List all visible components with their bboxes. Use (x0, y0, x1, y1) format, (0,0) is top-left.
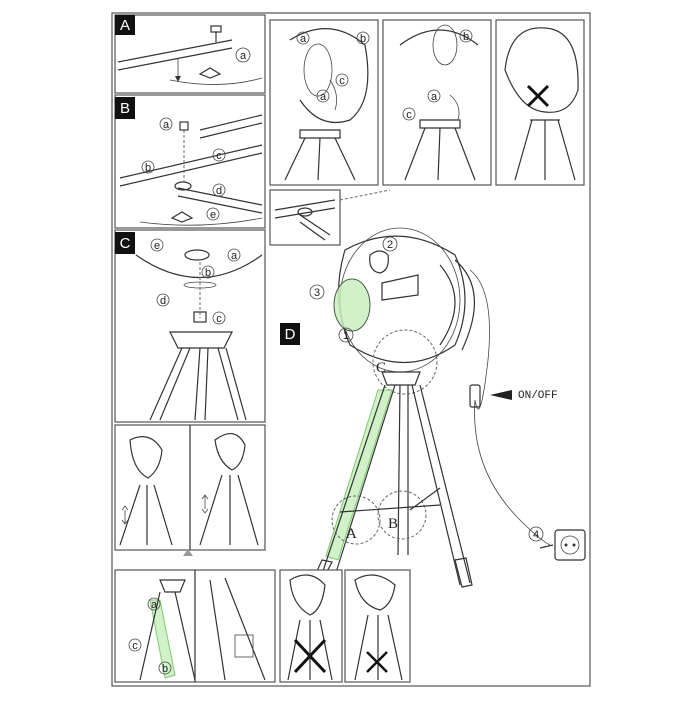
tripod-leg-highlight (149, 599, 176, 679)
number-3: 3 (314, 287, 320, 299)
zoom-detail-box (269, 189, 391, 246)
number-1: 1 (343, 330, 349, 342)
inline-switch[interactable] (469, 384, 481, 408)
callout-e: e (210, 209, 216, 221)
callout-a: a (240, 50, 247, 62)
callout-c: c (216, 313, 222, 325)
step-c-label: C (120, 235, 131, 252)
callout-a: a (151, 599, 158, 611)
cross-mark-icon (526, 84, 550, 108)
callout-c: c (132, 640, 138, 652)
callout-d: d (160, 295, 166, 307)
callout-a: a (431, 91, 438, 103)
step-a-label: A (120, 17, 130, 34)
wall-outlet (554, 529, 586, 561)
cross-mark-icon (293, 638, 327, 674)
step-d-label: D (285, 326, 296, 343)
panel-leg-lock: a c b (114, 569, 276, 683)
panel-a: A a (114, 14, 266, 94)
panel-d: D 2 3 1 C A B (280, 227, 586, 588)
wing-nut-icon (170, 211, 194, 223)
step-b-label: B (120, 100, 130, 117)
callout-b: b (205, 267, 211, 279)
power-cable (469, 269, 551, 546)
panel-shade-attach-2: b c a (382, 19, 492, 186)
height-arrow-icon (121, 505, 129, 525)
detail-circle-c (372, 329, 438, 395)
detail-marker-b: B (388, 516, 398, 532)
switch-arrow-icon (490, 390, 512, 400)
number-4: 4 (533, 529, 539, 541)
cloth-cover (504, 27, 579, 113)
knob-icon (184, 249, 210, 261)
tripod-head (169, 331, 233, 349)
detail-circle-b (377, 490, 427, 540)
up-arrow-icon (183, 549, 193, 556)
plug-icon (539, 544, 554, 549)
lamp-socket (381, 274, 419, 301)
step-c-tag (115, 232, 135, 254)
cross-mark-icon (366, 651, 388, 673)
callout-a: a (163, 119, 170, 131)
height-arrow-icon (201, 494, 209, 514)
panel-c: C e a b d c (114, 229, 266, 423)
callout-a: a (300, 33, 307, 45)
panel-shade-attach-1: a b c a (269, 19, 379, 186)
bulb-icon (369, 250, 389, 274)
callout-d: d (216, 185, 222, 197)
number-2: 2 (387, 239, 393, 251)
detail-marker-c: C (376, 360, 386, 376)
screw-icon (210, 25, 222, 33)
tripod-leg-highlight (325, 389, 393, 561)
callout-a: a (320, 91, 327, 103)
callout-c: c (406, 109, 412, 121)
callout-a: a (231, 250, 238, 262)
step-d-tag (280, 323, 300, 345)
callout-b: b (145, 162, 151, 174)
wing-nut-icon (198, 67, 222, 79)
callout-e: e (154, 240, 160, 252)
panel-wrong-2 (344, 569, 411, 683)
panel-b: B a b c d e (114, 94, 266, 229)
switch-label: ON/OFF (518, 390, 558, 402)
step-b-tag (115, 97, 135, 119)
callout-b: b (360, 33, 366, 45)
callout-b: b (463, 31, 469, 43)
callout-c: c (216, 150, 222, 162)
tripod-head (381, 371, 421, 386)
detail-marker-a: A (346, 526, 357, 542)
panel-cloth-wrong (495, 19, 585, 186)
panel-height-adjust (114, 424, 266, 551)
detail-circle-a (331, 495, 381, 545)
callout-c: c (339, 75, 345, 87)
callout-b: b (162, 663, 168, 675)
panel-wrong-1 (279, 569, 343, 683)
step-a-tag (115, 15, 135, 35)
